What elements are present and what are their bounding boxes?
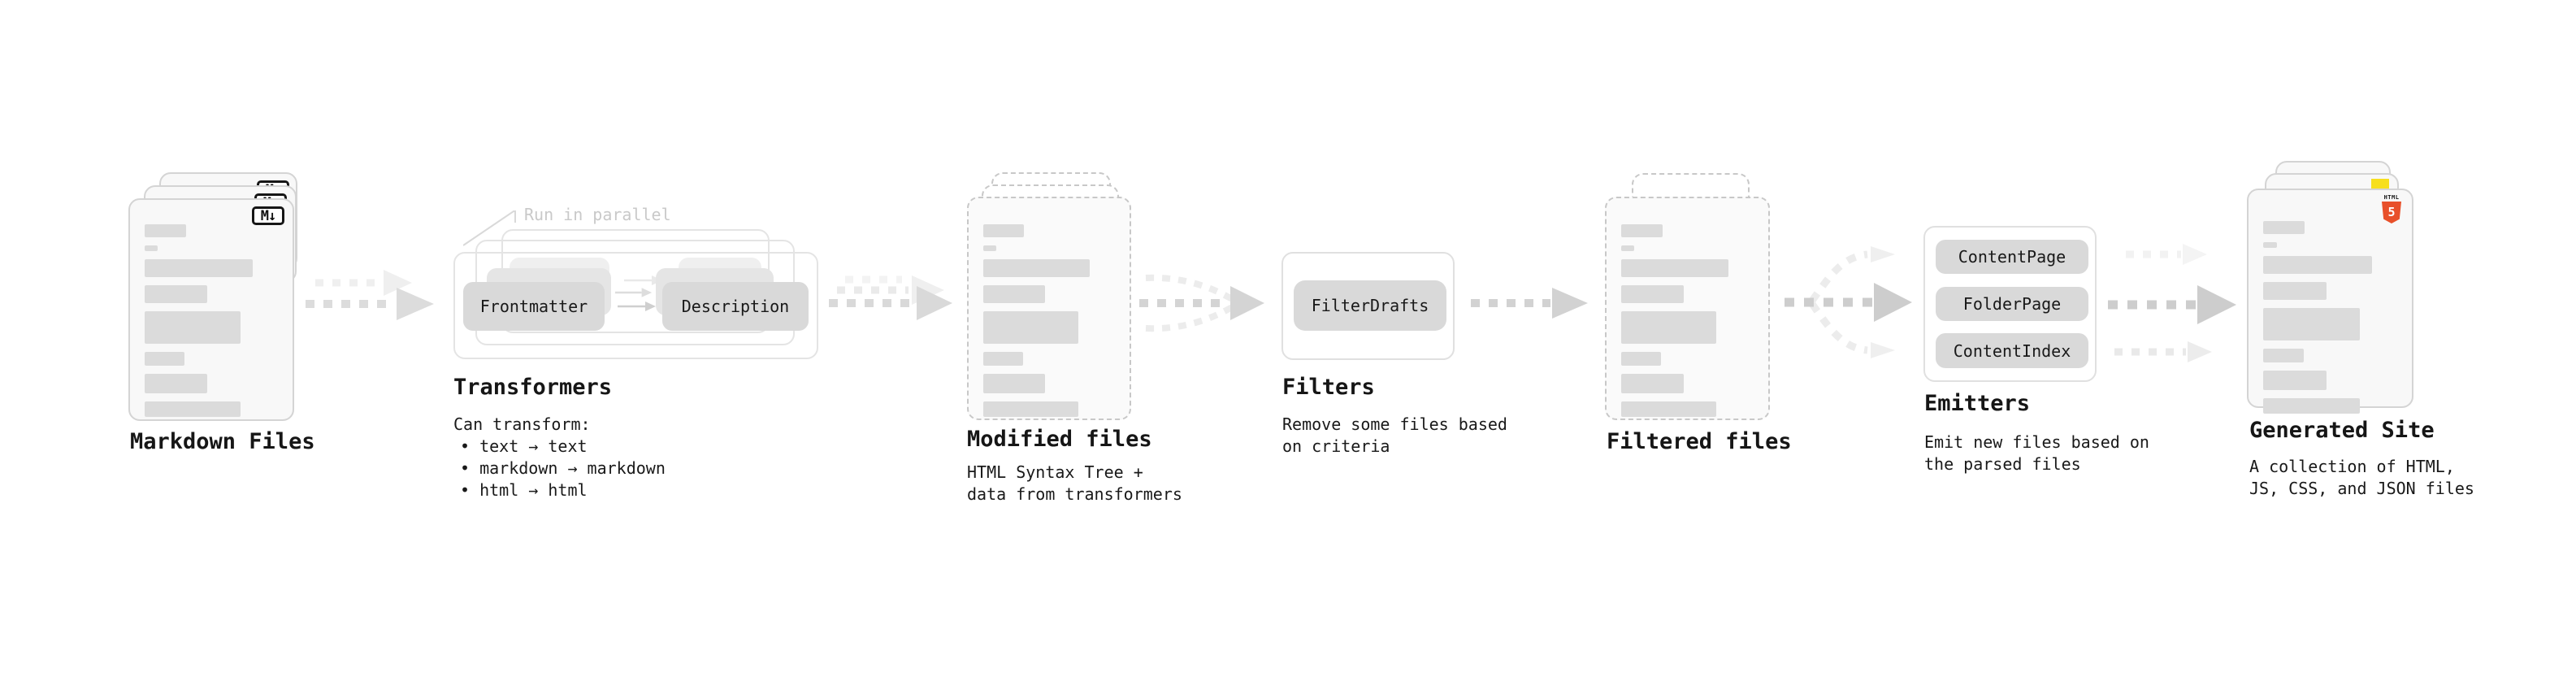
transformer-chip-description: Description [662,282,809,331]
filters-title: Filters [1282,375,1375,400]
transformers-description: Can transform: • text → text • markdown … [453,414,666,501]
html5-icon: HTML 5 [2382,194,2401,223]
html5-word: HTML [2383,194,2400,201]
stage-filtered-files [1605,173,1770,420]
generated-site-title: Generated Site [2249,418,2435,443]
modified-sub-line: data from transformers [967,484,1182,504]
mini-arrow-icon [618,301,656,311]
generated-sub-line: A collection of HTML, [2249,457,2455,476]
filtered-file-front [1605,197,1770,420]
file-content-placeholder [130,200,293,417]
arrow-modified-to-filters [1139,274,1264,332]
js-icon [2371,179,2389,189]
stage-filters: FilterDrafts [1281,252,1455,360]
transformer-chip-frontmatter: Frontmatter [463,282,605,331]
filters-description: Remove some files based on criteria [1282,414,1507,458]
transform-bullet: • html → html [460,480,588,500]
emitters-description: Emit new files based on the parsed files [1924,432,2149,475]
file-content-placeholder [1607,198,1768,417]
file-content-placeholder [2249,190,2412,414]
generated-sub-line: JS, CSS, and JSON files [2249,479,2474,498]
file-content-placeholder [969,198,1130,417]
arrow-emitters-to-generated [2108,244,2236,362]
transform-bullet: • markdown → markdown [460,458,666,478]
emitters-title: Emitters [1924,391,2031,416]
emitter-chip-contentpage: ContentPage [1936,240,2088,274]
modified-file-front [967,197,1131,420]
arrow-filtered-to-emitters [1785,246,1912,358]
filter-chip-filterdrafts: FilterDrafts [1294,280,1446,331]
filtered-files-title: Filtered files [1607,429,1792,454]
markdown-files-title: Markdown Files [130,429,315,454]
emitter-chip-contentindex: ContentIndex [1936,333,2088,368]
emitters-sub-line: the parsed files [1924,454,2081,474]
mini-arrow-icon [614,288,653,297]
callout-line [463,210,516,246]
modified-sub-line: HTML Syntax Tree + [967,462,1143,482]
transformers-title: Transformers [453,375,613,400]
modified-files-title: Modified files [967,427,1152,452]
generated-site-description: A collection of HTML, JS, CSS, and JSON … [2249,456,2474,500]
emitters-sub-line: Emit new files based on [1924,432,2149,452]
emitter-chip-folderpage: FolderPage [1936,287,2088,321]
stage-generated-site: CSS HTML 5 [2247,161,2413,414]
stage-transformers: Run in parallel Frontmatter Description [453,205,827,367]
markdown-icon: M↓ [252,206,284,225]
arrow-markdown-to-transformers [306,270,434,320]
modified-files-description: HTML Syntax Tree + data from transformer… [967,462,1182,505]
transform-bullet: • text → text [460,436,588,456]
generated-file-html: HTML 5 [2247,189,2413,414]
markdown-file-front: M↓ [128,198,294,421]
arrow-transformers-to-modified [829,275,952,320]
stage-emitters: ContentPage FolderPage ContentIndex [1923,226,2097,382]
arrow-filters-to-filtered [1471,288,1588,319]
stage-markdown-files: M↓ M↓ M↓ [128,172,297,421]
filters-sub-line: on criteria [1282,436,1390,456]
filters-sub-line: Remove some files based [1282,414,1507,434]
transformer-layer-front: Frontmatter Description [453,252,818,359]
transformers-intro: Can transform: [453,414,591,434]
stage-modified-files [967,172,1131,420]
run-in-parallel-label: Run in parallel [524,205,671,224]
